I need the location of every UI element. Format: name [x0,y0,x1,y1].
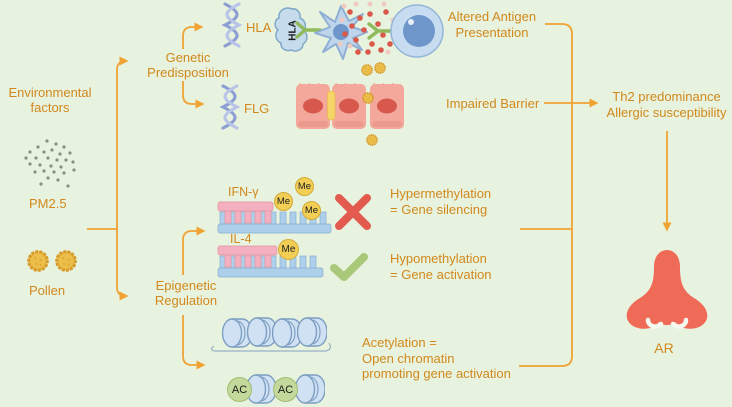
hla-molecule-icon [274,7,308,52]
me-badge-1: Me [274,192,293,211]
ac-badge-2: AC [273,377,298,402]
epithelial-cells-icon [296,83,404,129]
unmethylated-gene-icon [217,245,324,278]
arrow-to-flg [182,81,205,109]
impaired-barrier-label: Impaired Barrier [446,96,540,111]
th2-line2: Allergic susceptibility [606,105,727,120]
me-badge-3: Me [302,201,321,220]
th2-line1: Th2 predominance [612,89,721,104]
altered-line2: Presentation [455,25,529,40]
arrow-to-acetylation [182,315,206,370]
cross-icon [335,194,371,230]
arrow-to-epigenetic [116,229,129,301]
flg-gene-label: FLG [244,101,270,116]
acetyl-line3: promoting gene activation [362,366,511,381]
dna-helix-flg-icon [221,84,239,130]
nose-icon [626,250,708,329]
environmental-factors-line2: factors [30,100,70,115]
pm25-particles-icon [24,139,76,188]
epigenetic-regulation-label: Epigenetic Regulation [140,278,232,308]
acetylation-label: Acetylation = Open chromatin promoting g… [362,335,511,382]
pm25-label: PM2.5 [29,196,67,211]
me-badge-4: Me [278,239,299,260]
altered-antigen-label: Altered Antigen Presentation [437,9,547,41]
receptor-left-icon [295,21,322,39]
epigenetic-line1: Epigenetic [155,278,217,293]
collector-bracket [519,23,573,367]
hypomethylation-label: Hypomethylation = Gene activation [390,251,492,283]
check-icon [330,253,368,281]
environmental-factors-label: Environmental factors [6,85,94,115]
environmental-factors-line1: Environmental [8,85,92,100]
flow-arrows [87,22,672,370]
hla-molecule-label: HLA [287,20,299,41]
hypo-line1: Hypomethylation [390,251,487,266]
hypermethylation-label: Hypermethylation = Gene silencing [390,186,491,218]
hypo-line2: = Gene activation [390,267,492,282]
arrow-to-hla [182,22,204,49]
hyper-line1: Hypermethylation [390,186,492,201]
methylated-gene-icon [217,201,332,234]
ifng-label: IFN-γ [228,185,259,199]
pollen-label: Pollen [29,283,66,298]
altered-line1: Altered Antigen [447,9,537,24]
t-cell-icon [390,4,444,58]
tight-junction-icon [327,90,336,121]
th2-predominance-label: Th2 predominance Allergic susceptibility [601,89,732,121]
epigenetic-line2: Regulation [154,293,218,308]
arrow-to-methylation [182,226,206,275]
me-badge-2: Me [295,177,314,196]
genetic-line2: Predisposition [147,65,229,80]
hla-gene-label: HLA [246,20,272,35]
acetyl-line1: Acetylation = [362,335,437,350]
dendritic-cell-icon [314,5,368,60]
pollen-grains-icon [27,250,77,272]
ac-badge-1: AC [227,377,252,402]
genetic-predisposition-label: Genetic Predisposition [138,50,238,80]
acetyl-line2: Open chromatin [362,350,455,366]
genetic-line1: Genetic [165,50,211,65]
hyper-line2: = Gene silencing [390,202,488,217]
receptor-right-icon [367,22,394,40]
arrow-to-genetic [116,56,129,229]
dna-helix-hla-icon [223,2,241,48]
ar-label: AR [654,340,674,356]
il4-label: IL-4 [230,232,252,246]
closed-chromatin-icon [210,317,332,352]
